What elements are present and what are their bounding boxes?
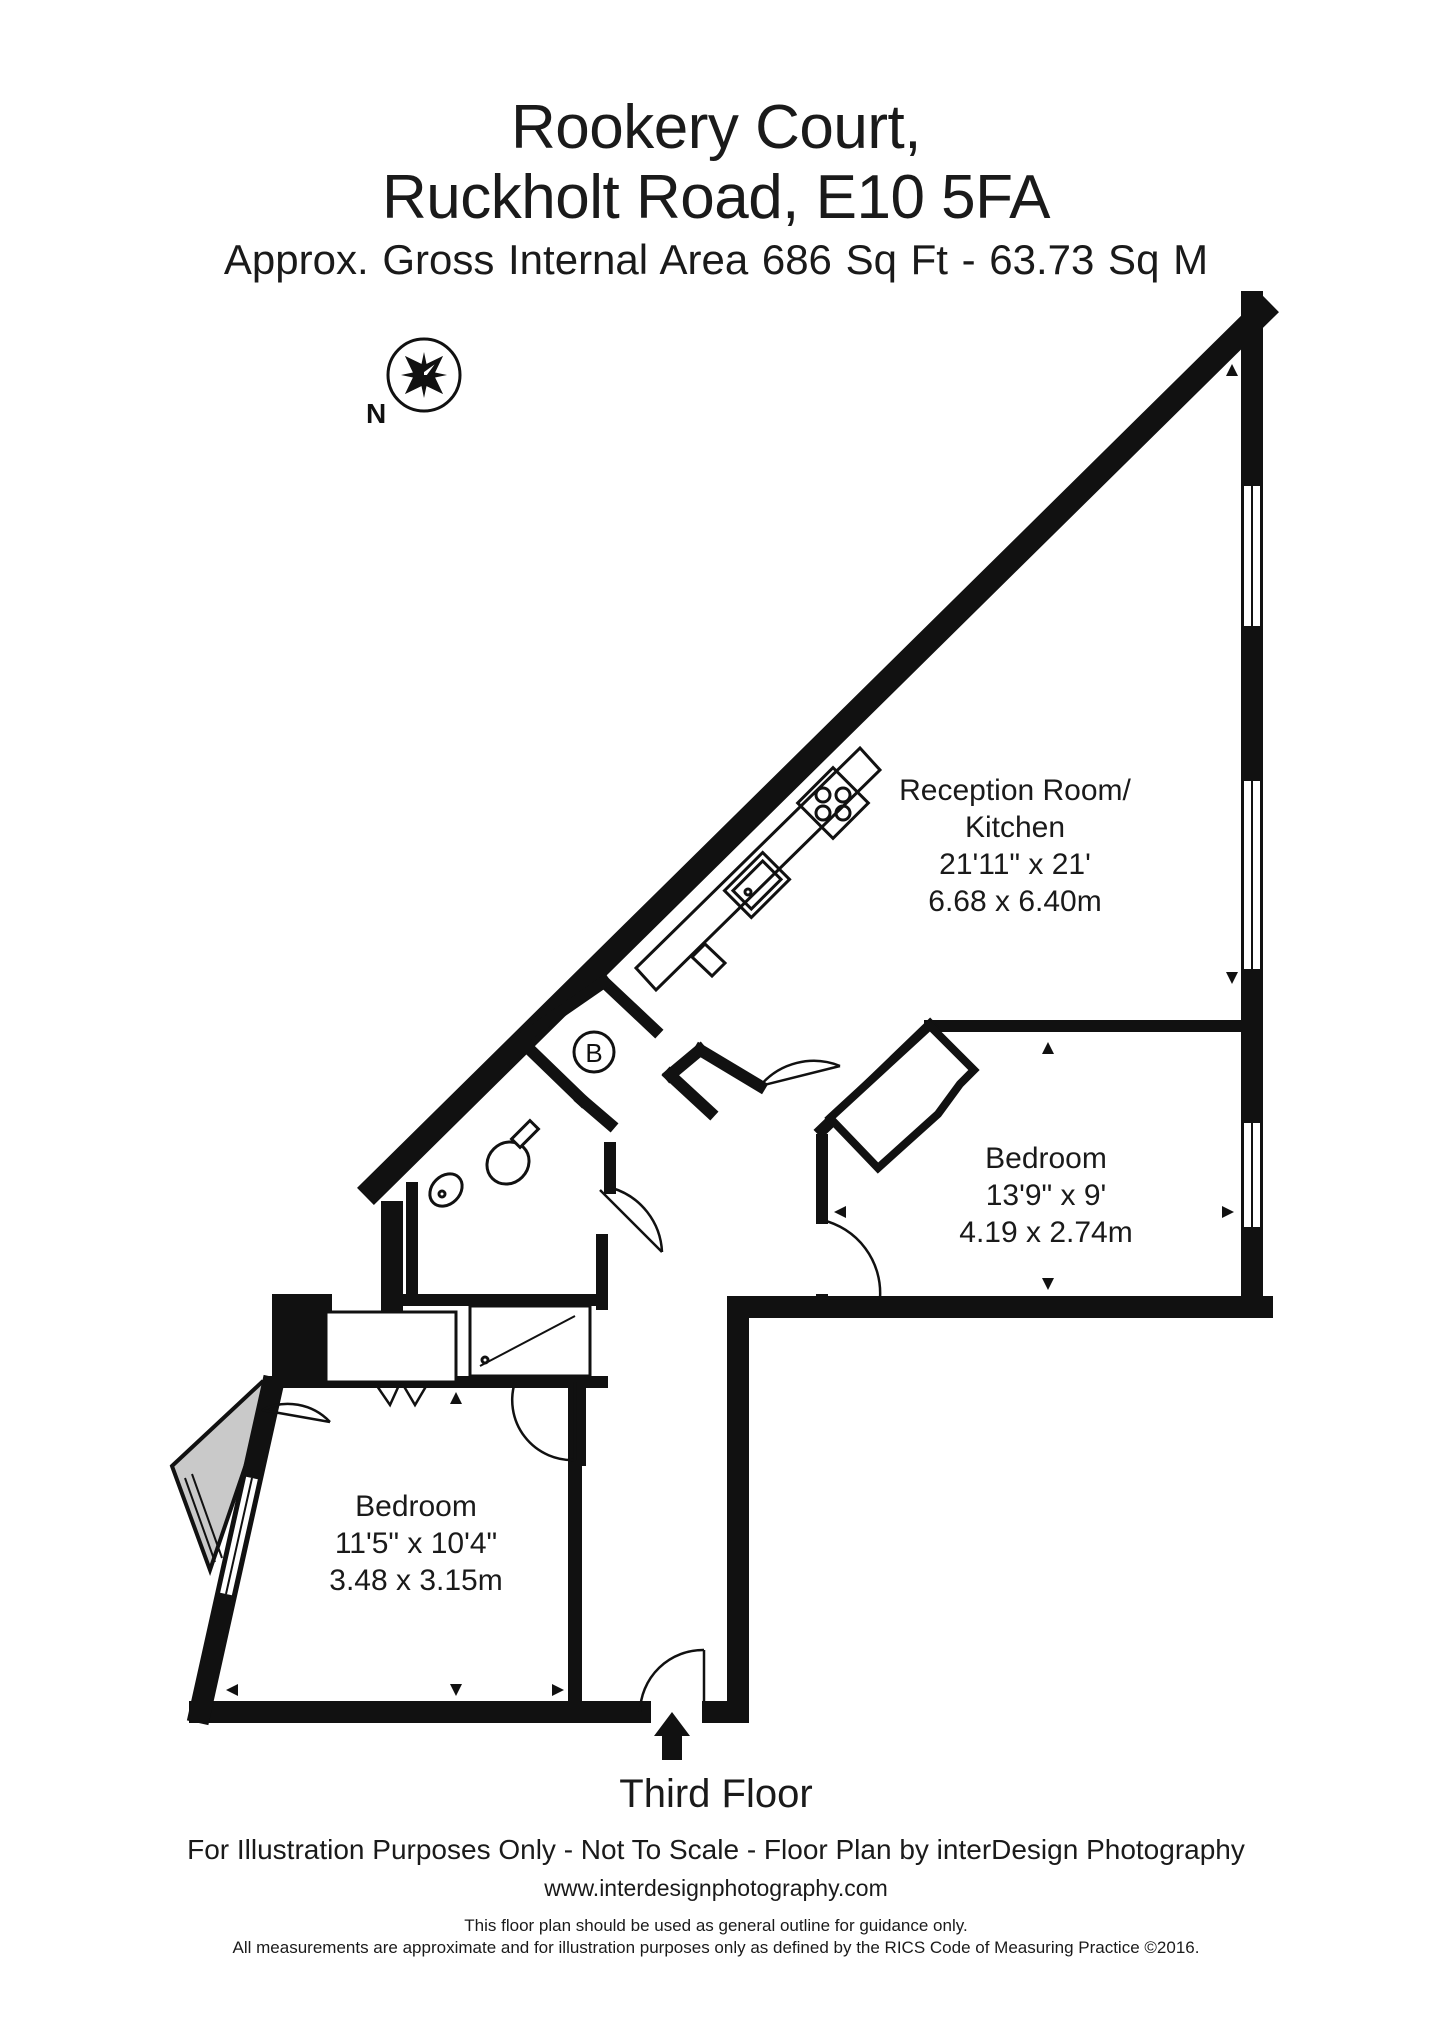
basin-icon [428,1172,464,1208]
wardrobe-left [324,1310,458,1384]
illustration-disclaimer: For Illustration Purposes Only - Not To … [187,1834,1245,1865]
reception-imperial: 21'11" x 21' [939,848,1091,881]
compass-rose-icon [386,337,462,413]
bedroom-left-name: Bedroom [355,1490,477,1523]
gross-area-line: Approx. Gross Internal Area 686 Sq Ft - … [223,236,1209,283]
compass-north-label: N [366,398,386,429]
website-link[interactable]: www.interdesignphotography.com [544,1875,888,1901]
kitchen-counter [633,745,883,993]
door-swings [261,1059,882,1713]
bedroom-left-metric: 3.48 x 3.15m [329,1564,502,1597]
reception-name-line1: Reception Room/ [899,774,1131,807]
reception-metric: 6.68 x 6.40m [928,885,1101,918]
reception-name-line2: Kitchen [965,811,1065,844]
dimension-markers [226,364,1238,1696]
hob-icon [795,765,871,841]
entrance-arrow-icon [654,1712,690,1760]
window-left-bedroom [220,1476,258,1596]
bedroom-left-imperial: 11'5" x 10'4" [335,1527,497,1560]
bedroom-right-name: Bedroom [985,1142,1107,1175]
windows-right [1242,484,1262,1229]
bedroom-right-metric: 4.19 x 2.74m [959,1216,1132,1249]
boiler-label: B [585,1038,602,1068]
bedroom-right-imperial: 13'9" x 9' [986,1179,1107,1212]
guidance-note: This floor plan should be used as genera… [464,1916,968,1935]
kitchen-sink-icon [722,850,792,920]
bath-icon [468,1304,592,1378]
toilet-icon [485,1118,541,1186]
wardrobe-right [824,1020,980,1174]
measurement-note: All measurements are approximate and for… [232,1938,1200,1957]
solid-wall-block [272,1294,320,1386]
title-line-2: Ruckholt Road, E10 5FA [382,163,1050,232]
floor-label: Third Floor [619,1772,813,1816]
boiler-icon [572,1030,616,1074]
title-line-1: Rookery Court, [511,93,921,162]
